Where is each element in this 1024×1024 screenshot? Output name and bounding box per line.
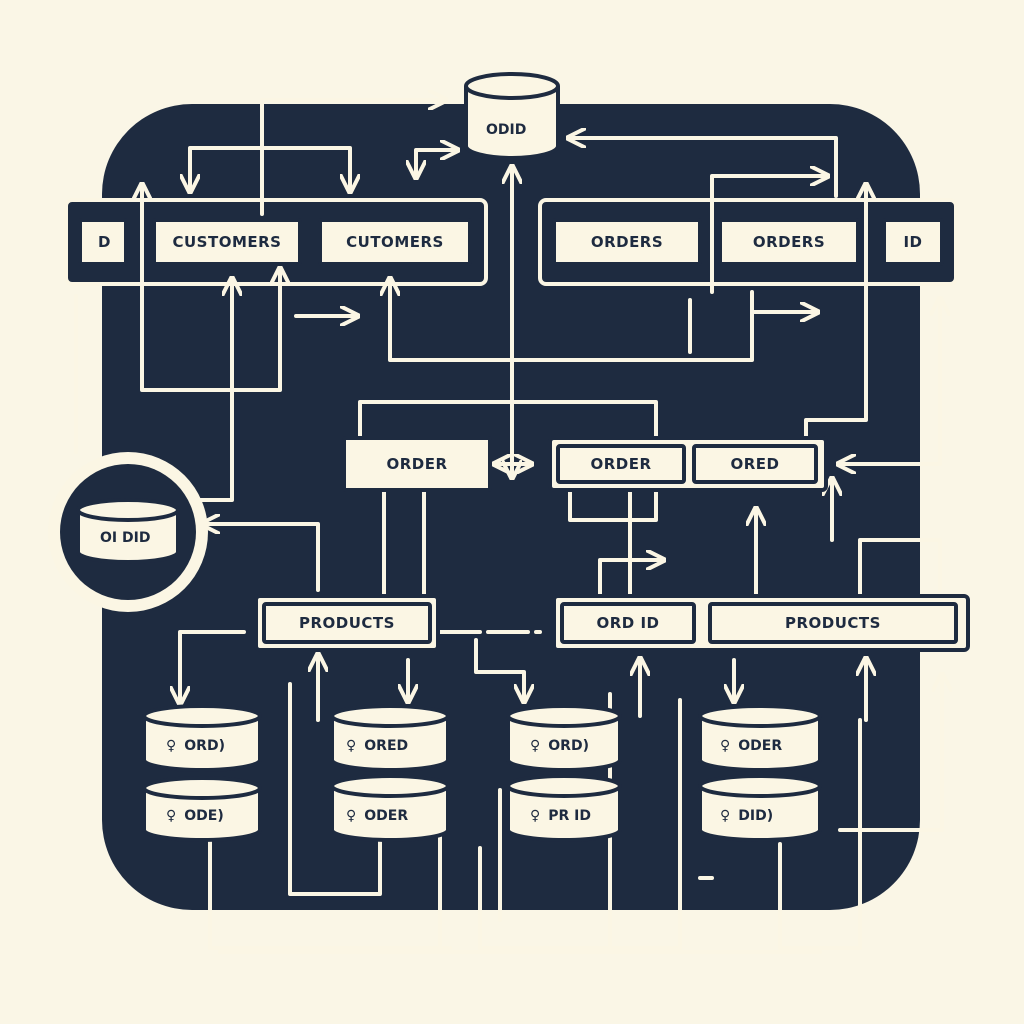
products-box-right[interactable]: PRODUCTS	[708, 602, 958, 644]
person-icon: ♀	[720, 738, 731, 754]
person-icon: ♀	[346, 808, 357, 824]
connectors	[74, 100, 942, 954]
order-box-left[interactable]: ORDER	[342, 436, 492, 492]
ored-box-right[interactable]: ORED	[692, 444, 818, 484]
cylinder-label-4[interactable]: ♀ ODER	[346, 808, 409, 824]
top-db-cylinder	[464, 72, 560, 160]
person-icon: ♀	[530, 738, 541, 754]
cylinder-label-1[interactable]: ♀ ORD)	[166, 738, 225, 754]
ord-id-box[interactable]: ORD ID	[560, 602, 696, 644]
cylinder-label-6[interactable]: ♀ PR ID	[530, 808, 592, 824]
table-cell-orders-2[interactable]: ORDERS	[718, 218, 860, 266]
cylinder-shapes	[142, 704, 822, 842]
table-cell-id[interactable]: ID	[882, 218, 944, 266]
cylinder-label-5[interactable]: ♀ ORD)	[530, 738, 589, 754]
products-box-left[interactable]: PRODUCTS	[262, 602, 432, 644]
order-box-right[interactable]: ORDER	[556, 444, 686, 484]
person-icon: ♀	[720, 808, 731, 824]
person-icon: ♀	[346, 738, 357, 754]
left-db-label: OI DID	[100, 530, 151, 546]
cylinder-label-7[interactable]: ♀ ODER	[720, 738, 783, 754]
table-cell-customers[interactable]: CUSTOMERS	[152, 218, 302, 266]
person-icon: ♀	[530, 808, 541, 824]
cylinder-label-8[interactable]: ♀ DID)	[720, 808, 774, 824]
person-icon: ♀	[166, 808, 177, 824]
person-icon: ♀	[166, 738, 177, 754]
top-db-label: ODID	[486, 122, 527, 138]
table-cell-cutomers[interactable]: CUTOMERS	[318, 218, 472, 266]
left-db-cylinder	[76, 498, 180, 564]
table-cell-orders-1[interactable]: ORDERS	[552, 218, 702, 266]
cylinder-label-3[interactable]: ♀ ORED	[346, 738, 409, 754]
table-cell-d[interactable]: D	[78, 218, 128, 266]
cylinder-label-2[interactable]: ♀ ODE)	[166, 808, 224, 824]
